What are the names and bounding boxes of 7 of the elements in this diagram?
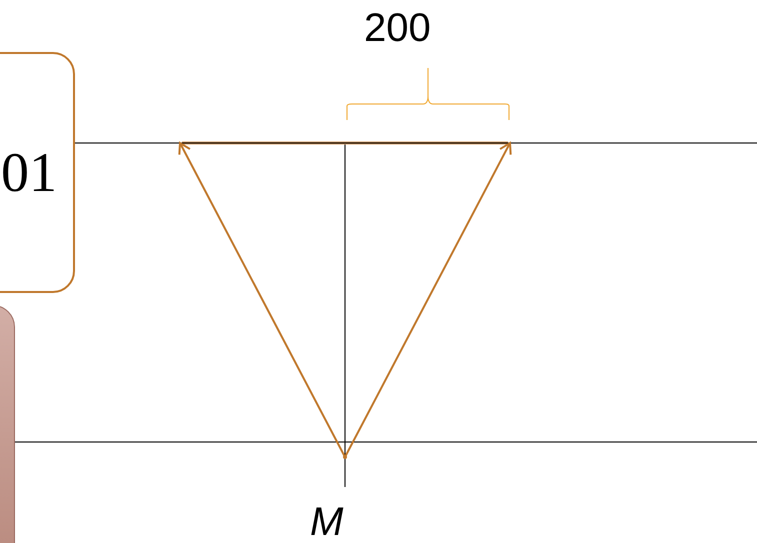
point-label: M (310, 502, 344, 542)
arrow (178, 142, 346, 458)
dimension-label: 200 (364, 8, 431, 48)
box-label: 01 (1, 144, 57, 200)
arrow (344, 142, 512, 458)
line (74, 142, 757, 144)
vertex-point (343, 455, 347, 459)
